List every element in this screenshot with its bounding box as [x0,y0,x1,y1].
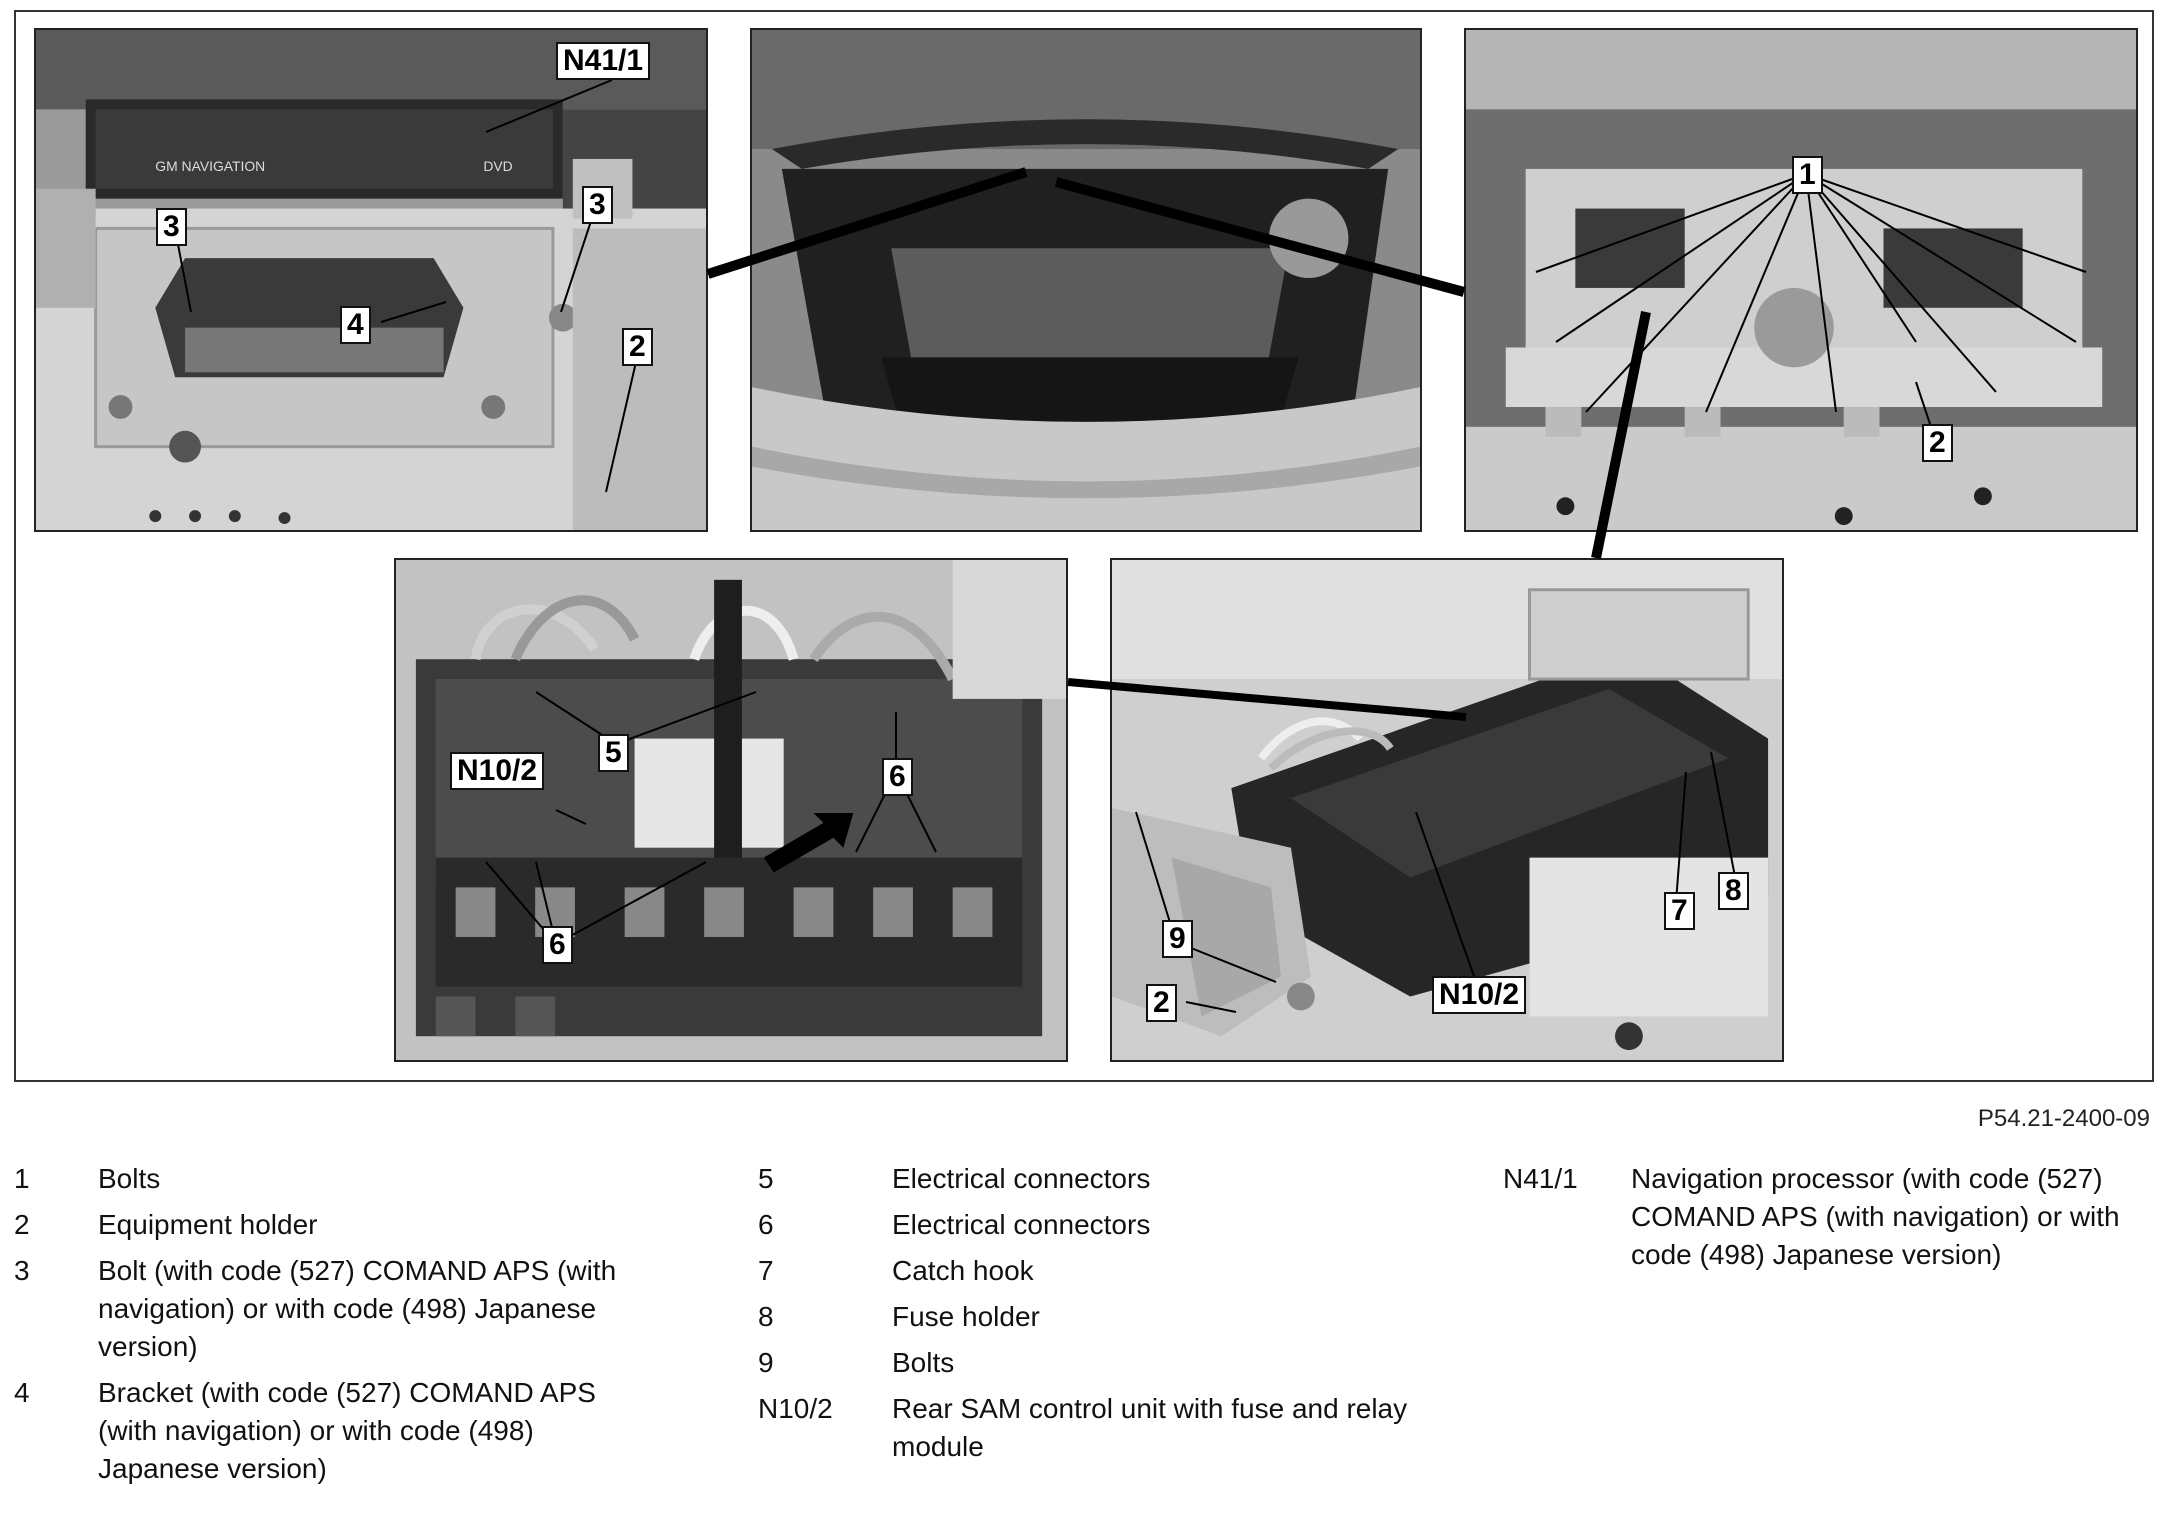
legend-row: 2 Equipment holder [14,1206,694,1244]
callout-7: 7 [1664,892,1695,930]
legend-row: N10/2 Rear SAM control unit with fuse an… [758,1390,1458,1466]
legend-key: 2 [14,1209,30,1240]
legend-key: N41/1 [1503,1163,1578,1194]
legend-desc: Bolt (with code (527) COMAND APS (with n… [98,1255,617,1362]
legend-desc: Navigation processor (with code (527) CO… [1631,1163,2120,1270]
legend-row: 5 Electrical connectors [758,1160,1458,1198]
legend-column-3: N41/1 Navigation processor (with code (5… [1503,1160,2153,1282]
legend-desc: Equipment holder [98,1209,318,1240]
legend-desc: Fuse holder [892,1301,1040,1332]
legend-desc: Electrical connectors [892,1163,1151,1194]
figure-frame: GM NAVIGATION DVD [14,10,2154,1082]
callout-6-right: 6 [882,758,913,796]
callout-2-side: 2 [1146,984,1177,1022]
figure-code: P54.21-2400-09 [1977,1105,2150,1132]
legend-row: 9 Bolts [758,1344,1458,1382]
photo-equipment-holder [1464,28,2138,532]
legend-row: 1 Bolts [14,1160,694,1198]
legend-row: 4 Bracket (with code (527) COMAND APS (w… [14,1374,694,1488]
callout-2-holder: 2 [1922,424,1953,462]
callout-2-nav: 2 [622,328,653,366]
photo-trunk-overview [750,28,1422,532]
legend-key: 5 [758,1163,774,1194]
legend-desc: Catch hook [892,1255,1034,1286]
legend-key: 7 [758,1255,774,1286]
legend-row: N41/1 Navigation processor (with code (5… [1503,1160,2153,1274]
callout-9: 9 [1162,920,1193,958]
photo-rear-sam-control-unit [394,558,1068,1062]
callout-1: 1 [1792,156,1823,194]
callout-3-right: 3 [582,186,613,224]
legend-desc: Rear SAM control unit with fuse and rela… [892,1393,1408,1462]
callout-6-bottom: 6 [542,926,573,964]
legend-row: 3 Bolt (with code (527) COMAND APS (with… [14,1252,694,1366]
callout-3-left: 3 [156,208,187,246]
legend-key: N10/2 [758,1393,833,1424]
legend-column-1: 1 Bolts 2 Equipment holder 3 Bolt (with … [14,1160,694,1496]
legend-row: 7 Catch hook [758,1252,1458,1290]
callout-n10-2-side: N10/2 [1432,976,1527,1014]
nav-brand-text: GM NAVIGATION [155,158,265,174]
legend-key: 3 [14,1255,30,1286]
legend-key: 6 [758,1209,774,1240]
photo-trunk-illustration [752,30,1420,530]
callout-4: 4 [340,306,371,344]
callout-8: 8 [1718,872,1749,910]
callout-5: 5 [598,734,629,772]
legend-key: 8 [758,1301,774,1332]
legend-desc: Bolts [98,1163,161,1194]
photo-navigation-processor: GM NAVIGATION DVD [34,28,708,532]
legend-key: 1 [14,1163,30,1194]
legend-desc: Electrical connectors [892,1209,1151,1240]
legend-desc: Bracket (with code (527) COMAND APS (wit… [98,1377,596,1484]
callout-n10-2-sam: N10/2 [450,752,545,790]
legend-key: 9 [758,1347,774,1378]
legend-column-2: 5 Electrical connectors 6 Electrical con… [758,1160,1458,1474]
photo-sam-illustration [396,560,1066,1060]
callout-n41-1: N41/1 [556,42,651,80]
photo-holder-illustration [1466,30,2136,530]
legend-row: 8 Fuse holder [758,1298,1458,1336]
legend-key: 4 [14,1377,30,1408]
photo-nav-illustration: GM NAVIGATION DVD [36,30,706,530]
legend-row: 6 Electrical connectors [758,1206,1458,1244]
nav-dvd-text: DVD [483,158,512,174]
legend-desc: Bolts [892,1347,955,1378]
